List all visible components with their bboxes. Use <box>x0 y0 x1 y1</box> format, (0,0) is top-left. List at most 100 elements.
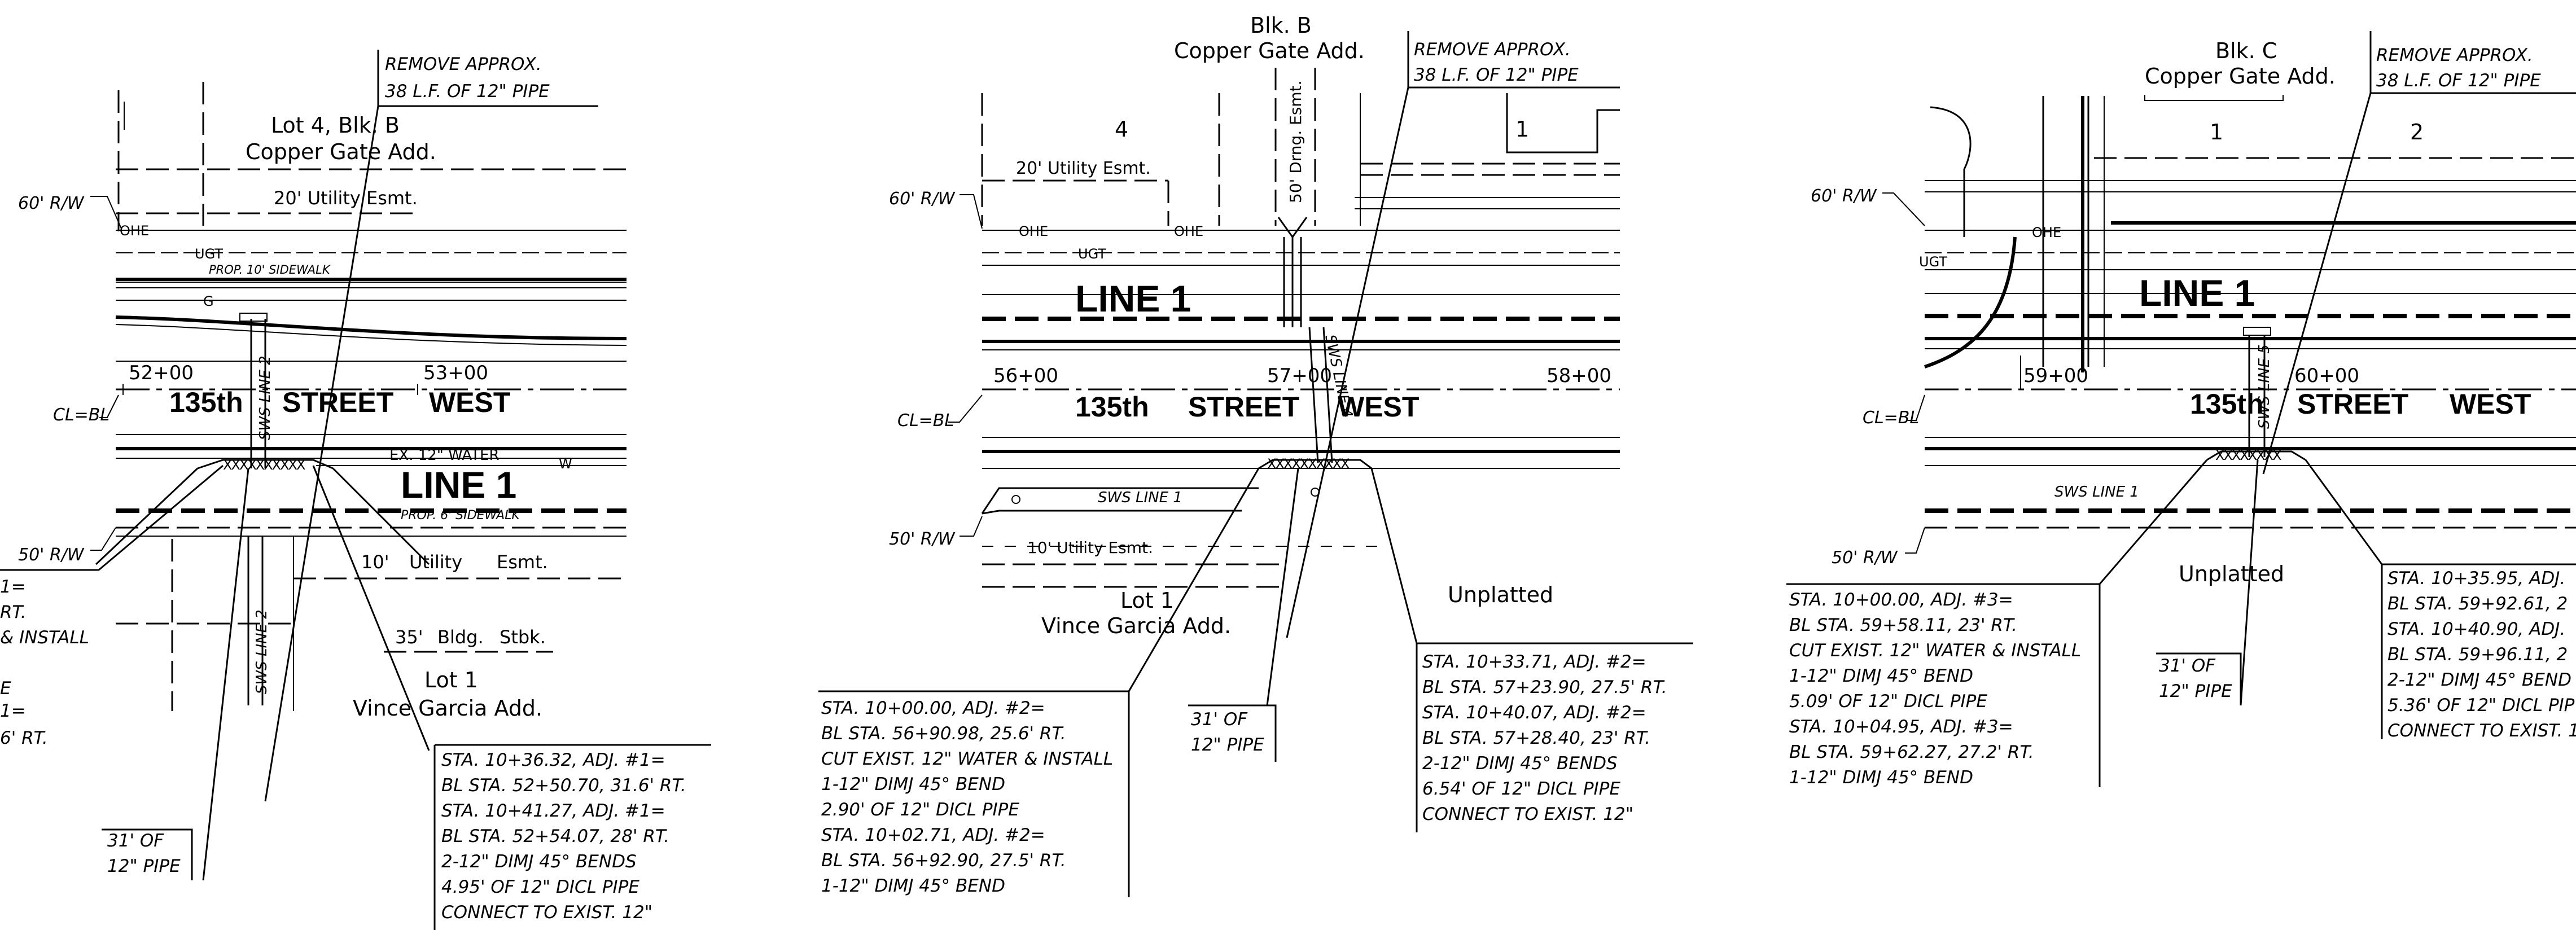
street-name-135th: 135th <box>1075 391 1149 423</box>
left-note-fragment: E <box>0 678 11 699</box>
street-name-west: WEST <box>2450 388 2531 420</box>
street-name-135th: 135th <box>2190 388 2264 420</box>
cl-bl-label: CL=BL <box>897 411 954 431</box>
lot-4-label: 4 <box>1115 117 1128 142</box>
note-line: STA. 10+41.27, ADJ. #1= <box>441 801 665 821</box>
prop-sidewalk-bottom: PROP. 6' SIDEWALK <box>401 508 520 523</box>
note-line: STA. 10+00.00, ADJ. #3= <box>1789 590 2013 610</box>
lot-1-label: 1 <box>2210 120 2223 144</box>
ohe-code: OHE <box>120 223 149 239</box>
fence-xs: XXXXXXXXXX <box>223 457 305 473</box>
ohe-code: OHE <box>1019 223 1048 239</box>
note-line: CONNECT TO EXIST. 12" <box>1422 804 1633 824</box>
pipe-note-line-1: 31' OF <box>2159 656 2216 676</box>
line-1-label: LINE 1 <box>401 464 516 506</box>
street-name-street: STREET <box>282 387 393 418</box>
bldg-stbk-width: 35' <box>395 626 423 648</box>
ohe-code: OHE <box>2032 225 2061 240</box>
rw-60-label: 60' R/W <box>18 194 85 213</box>
fence-xs: XXXXXXXX <box>2215 448 2281 463</box>
station-note-adj-2-right: STA. 10+33.71, ADJ. #2= BL STA. 57+23.90… <box>1422 652 1667 824</box>
station-note-adj-3-left: STA. 10+00.00, ADJ. #3= BL STA. 59+58.11… <box>1789 590 2081 788</box>
ugt-code: UGT <box>1919 254 1947 270</box>
pipe-note-line-1: 31' OF <box>107 831 164 851</box>
note-line: BL STA. 52+50.70, 31.6' RT. <box>441 775 686 796</box>
pipe-note-line-1: 31' OF <box>1191 709 1248 730</box>
note-line: BL STA. 59+92.61, 2 <box>2387 594 2568 614</box>
note-line: STA. 10+00.00, ADJ. #2= <box>821 698 1045 718</box>
sws-line-1: SWS LINE 1 <box>1098 489 1182 506</box>
panel-1: REMOVE APPROX. 38 L.F. OF 12" PIPE Lot 4… <box>0 50 711 930</box>
note-line: BL STA. 59+62.27, 27.2' RT. <box>1789 742 2034 762</box>
sws-line-1: SWS LINE 1 <box>2054 484 2139 501</box>
note-line: STA. 10+02.71, ADJ. #2= <box>821 825 1045 845</box>
left-note-fragment: & INSTALL <box>0 628 89 648</box>
utility-esmt-top: 20' Utility Esmt. <box>274 187 418 209</box>
rw-50-label: 50' R/W <box>1832 548 1898 568</box>
remove-note-line-1: REMOVE APPROX. <box>2376 45 2533 65</box>
note-line: STA. 10+36.32, ADJ. #1= <box>441 750 665 770</box>
station-56: 56+00 <box>993 365 1058 387</box>
rw-50-label: 50' R/W <box>889 529 956 549</box>
copper-gate-label: Copper Gate Add. <box>1174 38 1365 63</box>
sws-line-2-lower: SWS LINE 2 <box>253 609 270 694</box>
subdivision-label-top: Copper Gate Add. <box>246 139 436 164</box>
note-line: CUT EXIST. 12" WATER & INSTALL <box>821 749 1113 769</box>
vince-garcia-label: Vince Garcia Add. <box>1041 613 1231 638</box>
remove-note-line-2: 38 L.F. OF 12" PIPE <box>2376 71 2541 91</box>
lot-label-top: Lot 4, Blk. B <box>271 113 400 138</box>
note-line: 4.95' OF 12" DICL PIPE <box>441 877 639 897</box>
street-name-west: WEST <box>1338 391 1419 423</box>
station-57: 57+00 <box>1267 365 1332 387</box>
note-line: 1-12" DIMJ 45° BEND <box>1789 666 1973 686</box>
note-line: CONNECT TO EXIST. 1 <box>2387 721 2576 741</box>
utility-esmt-bottom-esmt: Esmt. <box>497 551 548 573</box>
station-52: 52+00 <box>129 362 194 384</box>
pipe-note-line-2: 12" PIPE <box>2159 681 2232 701</box>
note-line: 5.36' OF 12" DICL PIP <box>2387 695 2575 716</box>
sws-line-2-upper: SWS LINE 2 <box>257 356 274 440</box>
lot-1-top: 1 <box>1515 117 1529 142</box>
rw-60-label: 60' R/W <box>889 189 956 209</box>
sws-line-5: SWS LINE 5 <box>2256 344 2273 429</box>
station-60: 60+00 <box>2294 365 2359 387</box>
note-line: BL STA. 59+58.11, 23' RT. <box>1789 615 2017 635</box>
bldg-stbk-stbk: Stbk. <box>500 626 546 648</box>
station-note-adj-1: STA. 10+36.32, ADJ. #1= BL STA. 52+50.70… <box>441 750 686 923</box>
street-name-street: STREET <box>1188 391 1299 423</box>
note-line: STA. 10+33.71, ADJ. #2= <box>1422 652 1646 672</box>
note-line: 2-12" DIMJ 45° BEND <box>2387 670 2571 690</box>
lot-2-label: 2 <box>2410 120 2424 144</box>
drng-esmt-label: 50' Drng. Esmt. <box>1286 80 1305 203</box>
street-name-135th: 135th <box>169 387 243 418</box>
note-line: 5.09' OF 12" DICL PIPE <box>1789 691 1987 712</box>
rw-50-label: 50' R/W <box>18 545 85 565</box>
vince-garcia-label: Vince Garcia Add. <box>353 696 542 721</box>
rw-60-label: 60' R/W <box>1811 186 1877 206</box>
note-line: CUT EXIST. 12" WATER & INSTALL <box>1789 641 2081 661</box>
cl-bl-label: CL=BL <box>53 405 109 425</box>
panel-3: Blk. C Copper Gate Add. REMOVE APPROX. 3… <box>1786 31 2576 788</box>
note-line: STA. 10+04.95, ADJ. #3= <box>1789 717 2013 737</box>
note-line: BL STA. 57+28.40, 23' RT. <box>1422 728 1650 748</box>
note-line: 2-12" DIMJ 45° BENDS <box>441 852 637 872</box>
remove-note-line-1: REMOVE APPROX. <box>1414 40 1571 60</box>
ex-water-label: EX. 12" WATER <box>389 447 500 464</box>
note-line: BL STA. 52+54.07, 28' RT. <box>441 826 669 846</box>
unplatted-label: Unplatted <box>2179 561 2284 586</box>
panel-2: Blk. B Copper Gate Add. REMOVE APPROX. 3… <box>818 13 1693 897</box>
note-line: CONNECT TO EXIST. 12" <box>441 902 652 923</box>
station-58: 58+00 <box>1547 365 1611 387</box>
note-line: 6.54' OF 12" DICL PIPE <box>1422 779 1620 799</box>
copper-gate-label: Copper Gate Add. <box>2145 64 2336 89</box>
note-line: BL STA. 59+96.11, 2 <box>2387 644 2568 665</box>
left-note-fragment: RT. <box>0 602 27 622</box>
ugt-code: UGT <box>195 246 223 262</box>
note-line: 2-12" DIMJ 45° BENDS <box>1422 753 1618 774</box>
unplatted-label: Unplatted <box>1448 582 1553 607</box>
pipe-note-line-2: 12" PIPE <box>107 856 181 876</box>
remove-note-line-1: REMOVE APPROX. <box>385 54 542 74</box>
fence-xs: XXXXXXXXXX <box>1267 456 1350 472</box>
blk-b-label: Blk. B <box>1250 13 1312 38</box>
